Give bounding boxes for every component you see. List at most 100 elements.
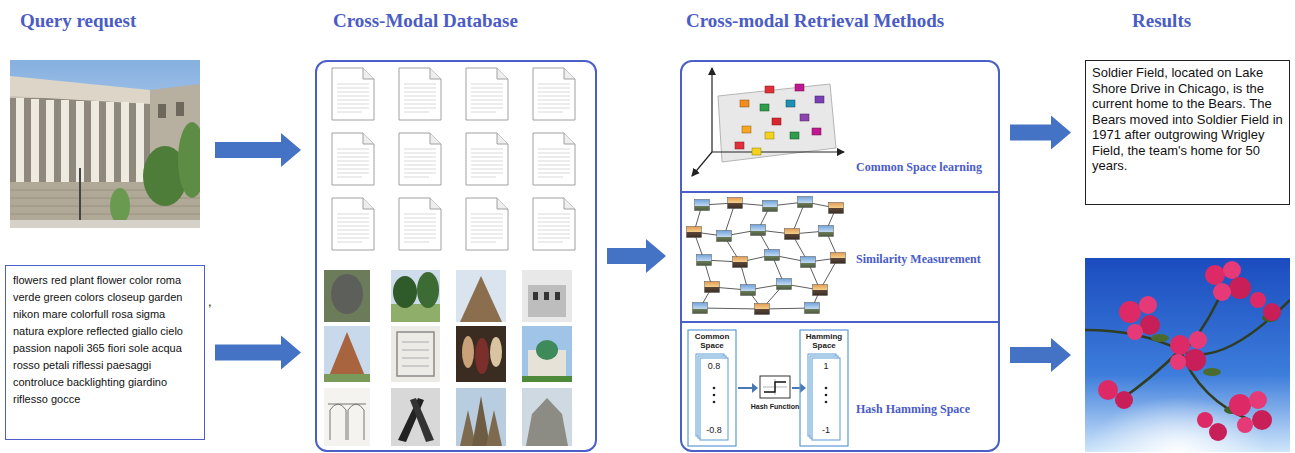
ellipsis-dot	[825, 394, 828, 397]
image-thumbnail	[522, 388, 572, 446]
block-arrow	[1010, 116, 1071, 150]
thumb-sky	[522, 388, 572, 446]
image-thumb	[705, 282, 720, 293]
flower	[1184, 349, 1206, 371]
axis	[712, 151, 844, 152]
leaf	[1151, 334, 1169, 342]
ellipsis-dot	[713, 401, 716, 404]
document-icon	[533, 198, 575, 250]
image-thumbnail	[324, 326, 370, 382]
image-thumbnail	[456, 388, 506, 446]
leaf	[1203, 368, 1221, 376]
image-thumbnail	[456, 326, 506, 382]
point-cube	[735, 142, 744, 149]
block-arrow	[607, 239, 666, 273]
flower	[1170, 335, 1190, 355]
image-thumb	[695, 200, 710, 211]
vector-value: 1	[812, 361, 840, 372]
flower	[1213, 283, 1231, 301]
dome	[536, 340, 558, 360]
flower	[1205, 265, 1225, 285]
point-cube	[795, 84, 804, 91]
sketch-lines	[328, 404, 366, 440]
temple	[329, 332, 365, 376]
flower	[1249, 391, 1267, 409]
space-label: Common Space	[689, 332, 735, 350]
space-box	[800, 330, 848, 446]
image-thumb	[687, 227, 702, 238]
function-label: Hash Function	[745, 403, 805, 411]
step-function	[764, 382, 786, 392]
image-thumb	[829, 203, 844, 214]
flow-arrow	[792, 387, 800, 389]
figure	[462, 336, 474, 368]
flower	[1229, 277, 1251, 299]
tower	[486, 410, 502, 446]
image-thumb	[813, 285, 828, 296]
column-heading: Cross-modal Retrieval Methods	[686, 10, 944, 32]
document-icon	[533, 68, 575, 120]
tree	[417, 272, 439, 308]
image-thumb	[777, 279, 792, 290]
flower	[1170, 354, 1186, 370]
figure	[475, 338, 489, 374]
column-heading: Query request	[20, 10, 136, 32]
block-arrow	[215, 133, 301, 167]
column	[91, 101, 99, 184]
flower	[1189, 331, 1207, 349]
label-slot: ,	[208, 294, 212, 309]
ellipsis-dot	[713, 387, 716, 390]
painting	[456, 326, 506, 382]
flower	[1263, 303, 1281, 321]
thumb-ground	[324, 270, 370, 322]
document-icon	[332, 133, 374, 185]
point-cube	[786, 100, 795, 107]
query-text-box: flowers red plant flower color roma verd…	[5, 265, 205, 440]
column-heading: Results	[1132, 10, 1191, 32]
point-cube	[740, 100, 749, 107]
thumb-grass	[324, 374, 370, 382]
document-icon	[332, 68, 374, 120]
column	[16, 98, 24, 184]
block-arrow	[1010, 338, 1071, 372]
document-icon	[332, 198, 374, 250]
point-cube	[815, 96, 824, 103]
image-thumbnail	[391, 326, 440, 382]
method-section: Common Space learning	[682, 62, 998, 191]
sketch	[324, 388, 370, 446]
column	[121, 102, 129, 184]
method-section: Similarity Measurement	[682, 191, 998, 321]
image-thumb	[755, 304, 770, 315]
figure	[490, 337, 502, 367]
thumb-sky	[391, 270, 440, 322]
ellipsis-dot	[825, 387, 828, 390]
thumb-sky	[522, 270, 572, 322]
window	[176, 102, 184, 116]
sidewalk	[10, 220, 200, 228]
result-text-box: Soldier Field, located on Lake Shore Dri…	[1085, 60, 1290, 205]
engraving-lines	[402, 342, 429, 366]
column	[106, 102, 114, 184]
flower	[1250, 292, 1266, 308]
image-thumb	[801, 257, 816, 268]
document-icon	[466, 198, 508, 250]
document-icon	[399, 68, 441, 120]
image-thumb	[763, 201, 778, 212]
query-photo	[10, 60, 200, 228]
ellipsis-dot	[713, 394, 716, 397]
vector-box	[700, 358, 728, 440]
document-icon	[399, 198, 441, 250]
flower	[1209, 423, 1227, 441]
image-thumb	[693, 303, 708, 314]
image-thumb	[751, 225, 766, 236]
hash-function-box	[760, 376, 790, 398]
point-cube	[765, 86, 774, 93]
database-panel: Cross-Modal Database	[315, 60, 597, 452]
temple	[460, 276, 502, 322]
method-label: Hash Hamming Space	[856, 402, 970, 417]
result-text: Soldier Field, located on Lake Shore Dri…	[1092, 65, 1283, 174]
flower	[1139, 296, 1157, 314]
label-slot: -1	[812, 425, 840, 436]
point-cube	[765, 132, 774, 139]
